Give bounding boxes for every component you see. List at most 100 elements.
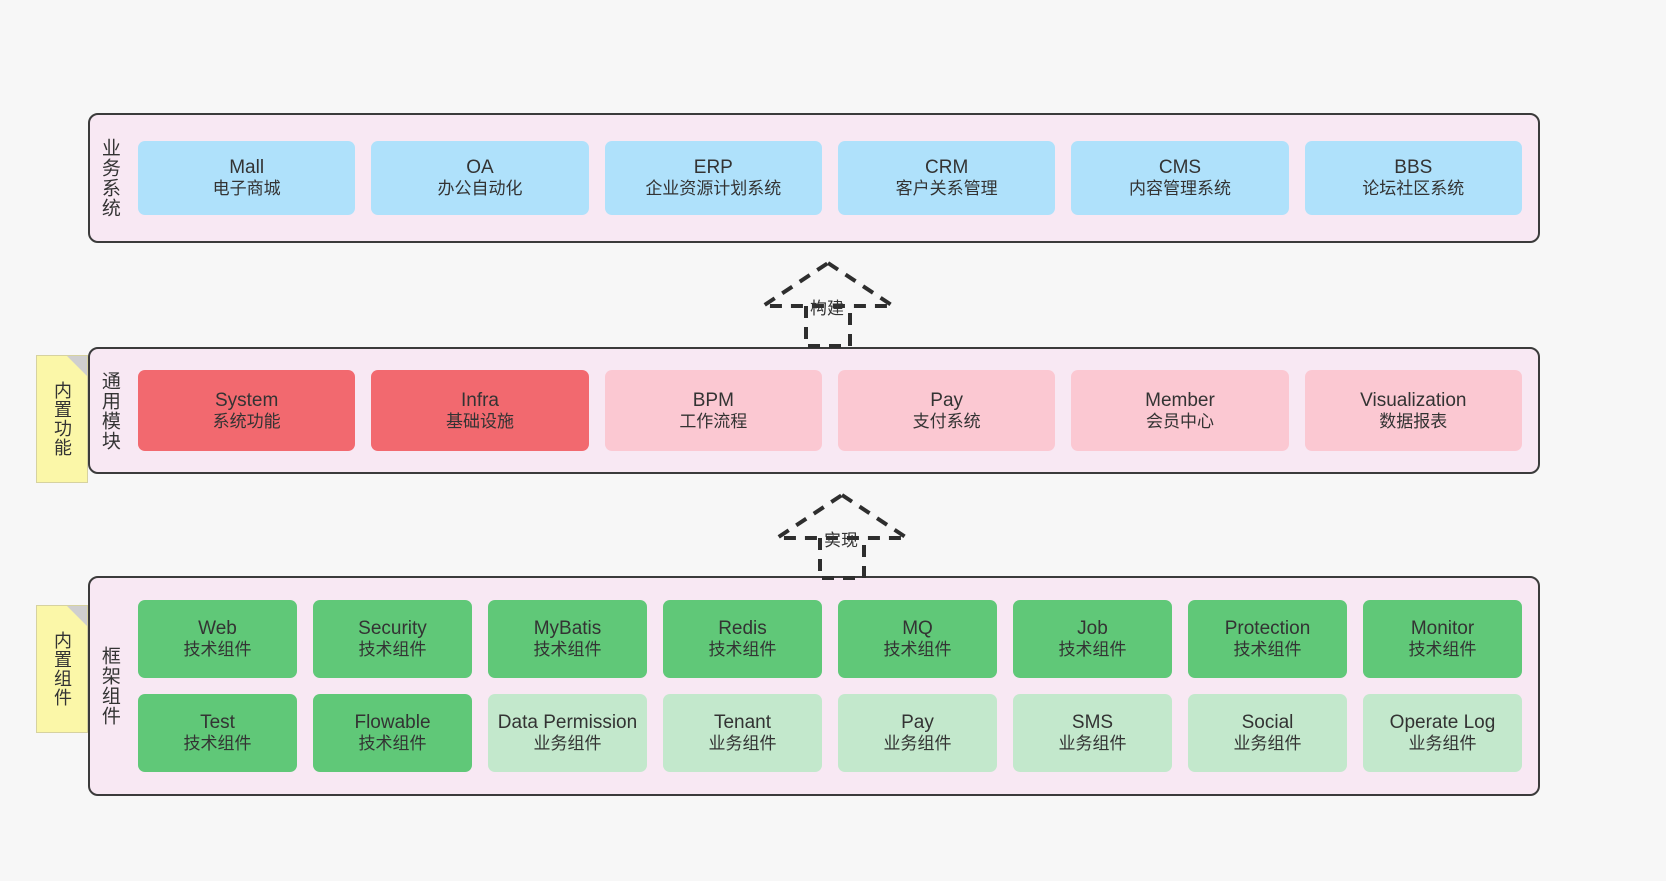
node-crm[interactable]: CRM 客户关系管理 [837,141,1056,215]
node-subtitle: 数据报表 [1379,411,1448,431]
node-subtitle: 办公自动化 [437,179,523,199]
node-title: CMS [1158,157,1202,179]
builtin-component-note: 内置组件 [36,605,88,733]
builtin-feature-note-label: 内置功能 [52,381,72,457]
node-subtitle: 技术组件 [1233,640,1302,660]
layer-title-business-system: 业务系统 [98,138,120,218]
node-pay[interactable]: Pay 支付系统 [837,370,1056,451]
node-operate-log[interactable]: Operate Log 业务组件 [1363,694,1522,772]
node-flowable[interactable]: Flowable 技术组件 [313,694,472,772]
node-title: MQ [902,618,933,640]
node-subtitle: 支付系统 [912,411,981,431]
node-protection[interactable]: Protection 技术组件 [1188,600,1347,678]
node-subtitle: 系统功能 [212,411,281,431]
node-subtitle: 技术组件 [708,640,777,660]
node-security[interactable]: Security 技术组件 [313,600,472,678]
layer-body-framework-component: Web 技术组件 Security 技术组件 MyBatis 技术组件 Redi… [128,578,1538,794]
node-tenant[interactable]: Tenant 业务组件 [663,694,822,772]
node-test[interactable]: Test 技术组件 [138,694,297,772]
node-title: System [214,389,279,411]
node-subtitle: 业务组件 [1233,734,1302,754]
node-subtitle: 技术组件 [183,640,252,660]
node-title: Protection [1224,618,1311,640]
node-oa[interactable]: OA 办公自动化 [371,141,589,215]
node-subtitle: 技术组件 [358,734,427,754]
node-row: System 系统功能 Infra 基础设施 BPM 工作流程 Pay 支付系统… [138,370,1522,451]
node-title: Test [200,712,235,734]
node-title: Visualization [1360,389,1467,411]
node-monitor[interactable]: Monitor 技术组件 [1363,600,1522,678]
node-subtitle: 客户关系管理 [895,179,998,199]
node-title: Monitor [1410,618,1475,640]
node-redis[interactable]: Redis 技术组件 [663,600,822,678]
node-mybatis[interactable]: MyBatis 技术组件 [488,600,647,678]
node-subtitle: 内容管理系统 [1128,179,1231,199]
node-title: Redis [718,618,767,640]
layer-framework-component: 框架组件 Web 技术组件 Security 技术组件 MyBatis 技术组件… [88,576,1540,796]
node-title: Social [1241,712,1294,734]
node-subtitle: 论坛社区系统 [1362,179,1465,199]
node-title: CRM [925,157,969,179]
build-arrow-label: 构建 [810,299,844,318]
node-infra[interactable]: Infra 基础设施 [371,370,589,451]
node-member[interactable]: Member 会员中心 [1071,370,1289,451]
builtin-component-note-label: 内置组件 [52,631,72,707]
node-subtitle: 业务组件 [883,734,952,754]
node-job[interactable]: Job 技术组件 [1013,600,1172,678]
node-subtitle: 业务组件 [1058,734,1127,754]
node-title: MyBatis [533,618,602,640]
node-row: Mall 电子商城 OA 办公自动化 ERP 企业资源计划系统 CRM 客户关系… [138,141,1522,215]
layer-title-common-module: 通用模块 [98,370,120,451]
node-data-permission[interactable]: Data Permission 业务组件 [488,694,647,772]
node-subtitle: 技术组件 [533,640,602,660]
node-bbs[interactable]: BBS 论坛社区系统 [1304,141,1522,215]
node-title: Job [1077,618,1108,640]
node-web[interactable]: Web 技术组件 [138,600,297,678]
node-mall[interactable]: Mall 电子商城 [138,141,356,215]
node-subtitle: 业务组件 [1408,734,1477,754]
node-title: Tenant [713,712,772,734]
node-title: BPM [692,389,734,411]
node-subtitle: 电子商城 [212,179,281,199]
node-system[interactable]: System 系统功能 [138,370,356,451]
node-visualization[interactable]: Visualization 数据报表 [1304,370,1522,451]
node-title: Infra [460,389,499,411]
node-sms[interactable]: SMS 业务组件 [1013,694,1172,772]
node-title: Pay [930,389,964,411]
node-title: Web [198,618,237,640]
note-fold-icon [67,356,87,376]
note-fold-icon [67,606,87,626]
node-row: Web 技术组件 Security 技术组件 MyBatis 技术组件 Redi… [138,600,1522,678]
node-title: Mall [229,157,265,179]
node-subtitle: 基础设施 [445,411,514,431]
node-subtitle: 企业资源计划系统 [645,179,782,199]
build-arrow: 构建 [756,258,900,348]
node-mq[interactable]: MQ 技术组件 [838,600,997,678]
node-bpm[interactable]: BPM 工作流程 [604,370,822,451]
node-subtitle: 技术组件 [183,734,252,754]
layer-business-system: 业务系统 Mall 电子商城 OA 办公自动化 ERP 企业资源计划系统 CRM… [88,113,1540,243]
node-title: Security [358,618,427,640]
node-social[interactable]: Social 业务组件 [1188,694,1347,772]
implement-arrow-label: 实现 [824,531,858,550]
node-title: Operate Log [1389,712,1496,734]
node-subtitle: 业务组件 [708,734,777,754]
layer-body-business-system: Mall 电子商城 OA 办公自动化 ERP 企业资源计划系统 CRM 客户关系… [128,115,1538,241]
node-subtitle: 技术组件 [1408,640,1477,660]
node-subtitle: 技术组件 [883,640,952,660]
node-subtitle: 技术组件 [1058,640,1127,660]
node-cms[interactable]: CMS 内容管理系统 [1071,141,1289,215]
node-subtitle: 业务组件 [533,734,602,754]
layer-title-framework-component: 框架组件 [98,646,120,726]
node-pay-component[interactable]: Pay 业务组件 [838,694,997,772]
layer-body-common-module: System 系统功能 Infra 基础设施 BPM 工作流程 Pay 支付系统… [128,349,1538,472]
layer-common-module: 通用模块 System 系统功能 Infra 基础设施 BPM 工作流程 Pay… [88,347,1540,474]
node-subtitle: 会员中心 [1145,411,1214,431]
node-title: ERP [693,157,733,179]
node-row: Test 技术组件 Flowable 技术组件 Data Permission … [138,694,1522,772]
node-erp[interactable]: ERP 企业资源计划系统 [604,141,822,215]
node-subtitle: 技术组件 [358,640,427,660]
node-title: Pay [901,712,934,734]
node-title: Data Permission [497,712,638,734]
